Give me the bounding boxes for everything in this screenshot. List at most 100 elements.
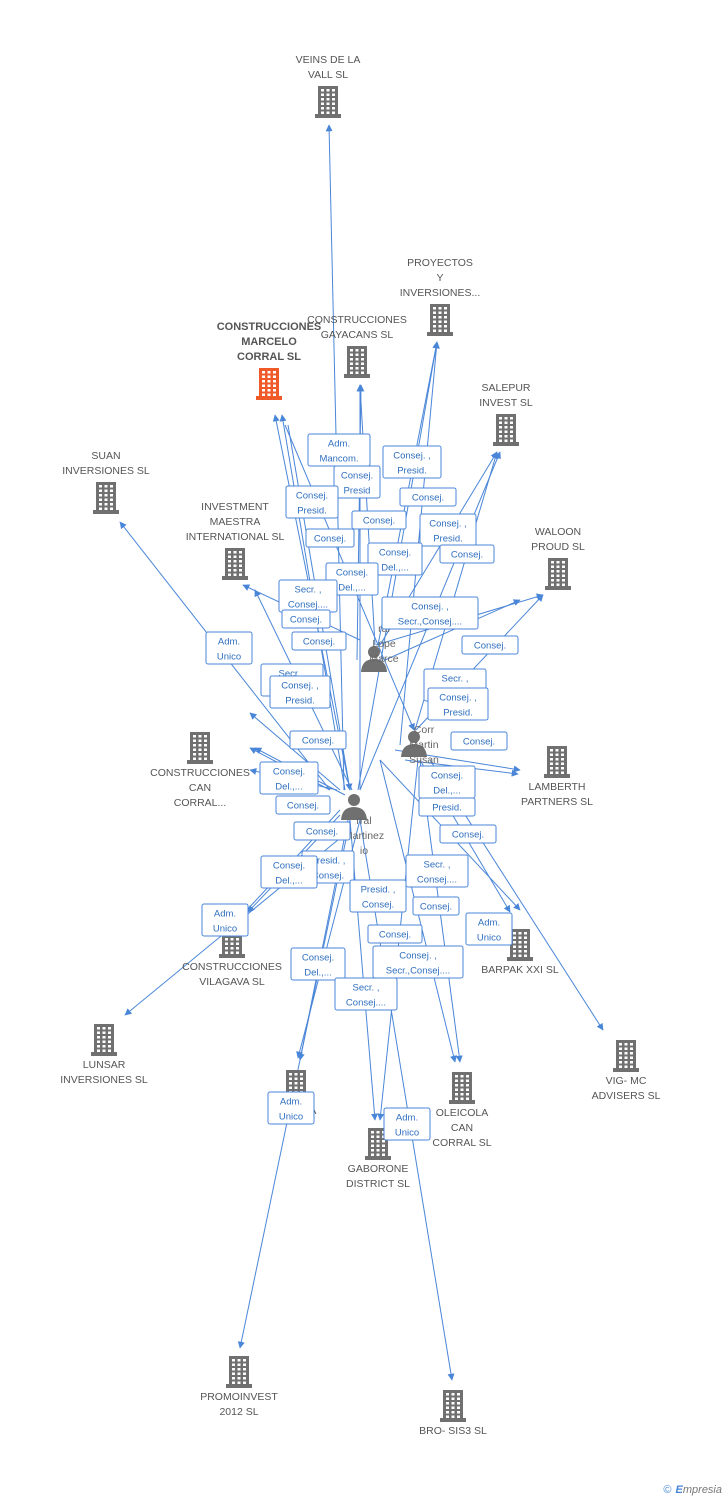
badge-text: Unico — [279, 1112, 303, 1123]
person-nodes: ralLopeMarceCorrMartinSusan rralMartinez … — [341, 623, 439, 857]
role-badge[interactable]: Consej. ,Presid. — [382, 445, 442, 479]
company-label: MAESTRA — [210, 516, 261, 528]
role-badge[interactable]: Presid. — [418, 797, 476, 817]
company-label: CAN — [451, 1122, 473, 1134]
company-node-bro[interactable]: BRO- SIS3 SL — [419, 1390, 487, 1437]
company-label: INVERSIONES... — [400, 287, 481, 299]
role-badge[interactable]: Consej.Del.,... — [260, 855, 318, 889]
badge-text: Adm. — [214, 909, 236, 920]
role-badge[interactable]: Consej. ,Presid. — [419, 513, 477, 547]
badge-text: Consej. — [306, 827, 338, 838]
badge-text: Secr. , — [279, 669, 306, 680]
role-badge[interactable]: Consej.Del.,... — [259, 761, 319, 795]
company-label: Y — [436, 272, 443, 284]
brand-logo: Empresia — [675, 1484, 722, 1496]
role-badge[interactable]: Consej.Del.,... — [325, 562, 379, 596]
role-badge[interactable]: Secr. ,Consej.... — [334, 977, 398, 1011]
role-badge[interactable]: Adm.Mancom. — [307, 433, 371, 467]
role-badge[interactable]: Consej. Presid. — [285, 485, 339, 519]
role-badge[interactable]: Presid. ,Consej. — [349, 879, 407, 913]
badge-text: Consej. — [452, 830, 484, 841]
company-label: ADVISERS SL — [592, 1090, 661, 1102]
person-node-p1[interactable]: ralLopeMarce — [361, 623, 399, 672]
role-badge[interactable]: Consej. — [305, 528, 355, 548]
badge-text: Consej. — [314, 534, 346, 545]
badge-text: Consej. — [463, 737, 495, 748]
role-badge[interactable]: Secr. ,Consej.... — [405, 854, 469, 888]
building-icon — [91, 1024, 117, 1056]
role-badge[interactable]: Consej. ,Presid. — [269, 675, 331, 709]
role-badge[interactable]: Consej. — [461, 635, 519, 655]
role-badge[interactable]: Consej. ,Secr.,Consej.... — [372, 945, 464, 979]
building-icon — [427, 304, 453, 336]
badge-text: Unico — [477, 933, 501, 944]
company-label: PROUD SL — [531, 541, 585, 553]
role-badge[interactable]: Adm.Unico — [201, 903, 249, 937]
building-icon — [315, 86, 341, 118]
badge-text: Presid. — [297, 506, 327, 517]
badge-text: Unico — [217, 652, 241, 663]
role-badge[interactable]: Consej. — [439, 544, 495, 564]
badge-text: Consej. — [302, 953, 334, 964]
role-badge[interactable]: Adm.Unico — [383, 1107, 431, 1141]
role-badge[interactable]: Consej. — [293, 821, 351, 841]
role-badge[interactable]: Secr. ,Consej.... — [278, 579, 338, 613]
role-badge[interactable]: Consej. — [450, 731, 508, 751]
badge-text: Secr. , — [424, 860, 451, 871]
badge-text: Del.,... — [433, 786, 460, 797]
role-badge[interactable]: Consej.Presid — [333, 465, 381, 499]
building-icon — [226, 1356, 252, 1388]
role-badge[interactable]: Consej.Del.,... — [367, 542, 423, 576]
role-badge[interactable]: Consej.Del.,... — [418, 765, 476, 799]
building-icon — [493, 414, 519, 446]
role-badge[interactable]: Adm.Unico — [205, 631, 253, 665]
relationship-edge — [249, 712, 341, 791]
role-badge[interactable]: Consej.Del.,... — [290, 947, 346, 981]
company-label: 2012 SL — [219, 1406, 258, 1418]
company-node-barpak[interactable]: BARPAK XXI SL — [481, 929, 559, 976]
badge-text: Secr. , — [442, 674, 469, 685]
badge-text: Consej. — [296, 491, 328, 502]
role-badge[interactable]: Consej. — [412, 896, 460, 916]
role-badge[interactable]: Consej. — [351, 510, 407, 530]
badge-text: Consej. — [336, 568, 368, 579]
role-badge[interactable]: Adm.Unico — [267, 1091, 315, 1125]
person-label: io — [360, 845, 368, 857]
role-badge[interactable]: Consej. — [281, 609, 331, 629]
role-badge[interactable]: Consej. — [399, 487, 457, 507]
role-badge[interactable]: Consej. — [439, 824, 497, 844]
building-icon — [449, 1072, 475, 1104]
badge-text: Presid. — [443, 708, 473, 719]
role-badge[interactable]: Consej. — [289, 730, 347, 750]
role-badge[interactable]: Consej. , Presid. — [427, 687, 489, 721]
badge-text: Consej. , — [439, 693, 477, 704]
person-icon — [361, 646, 387, 672]
company-label: OLEICOLA — [436, 1107, 489, 1119]
company-node-proyectos[interactable]: PROYECTOSYINVERSIONES... — [400, 257, 481, 336]
building-icon — [256, 368, 282, 400]
role-badge[interactable]: Consej. — [291, 631, 347, 651]
footer-credit: ©Empresia — [663, 1484, 722, 1496]
company-label: CONSTRUCCIONES — [217, 321, 322, 333]
role-badge[interactable]: Consej. — [275, 795, 331, 815]
building-icon — [365, 1128, 391, 1160]
company-node-can-corral[interactable]: CONSTRUCCIONESCANCORRAL... — [150, 732, 250, 809]
role-badge[interactable]: Adm.Unico — [465, 912, 513, 946]
role-badge[interactable]: Consej. — [367, 924, 423, 944]
role-badge[interactable]: Consej. ,Secr.,Consej.... — [381, 596, 479, 630]
